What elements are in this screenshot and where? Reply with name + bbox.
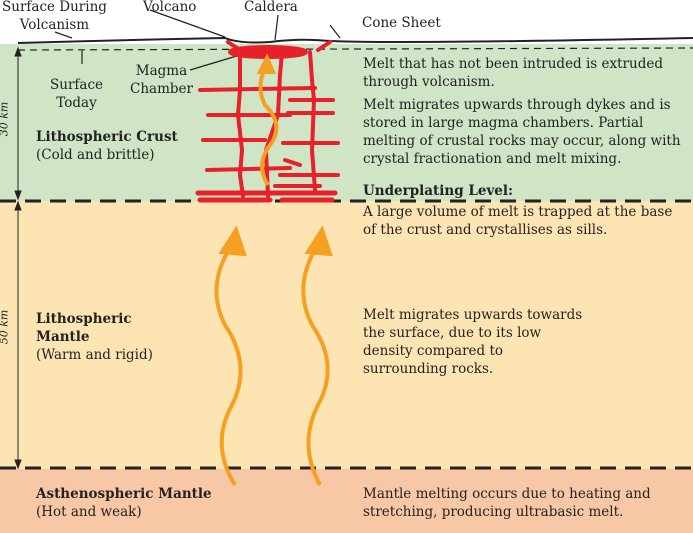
layer-asthenosphere-name: Asthenospheric Mantle (36, 486, 212, 502)
note-mantle-line: Melt migrates upwards towards (363, 307, 583, 323)
note-asthenosphere: Mantle melting occurs due to heating and… (363, 485, 651, 521)
note-dykes-line: melting of crustal rocks may occur, alon… (363, 133, 681, 149)
note-asthenosphere-line: stretching, producing ultrabasic melt. (363, 504, 624, 520)
label-volcano: Volcano (143, 0, 197, 15)
layer-mantle-name-line-2: Mantle (36, 329, 90, 345)
note-underplating-line: of the crust and crystallises as sills. (363, 222, 608, 238)
note-extruded-line: Melt that has not been intruded is extru… (363, 56, 663, 72)
magma-dykes (195, 40, 340, 203)
mantle-layer (0, 201, 693, 469)
label-cone-sheet: Cone Sheet (362, 15, 441, 31)
note-dykes: Melt migrates upwards through dykes and … (363, 96, 681, 168)
note-mantle-line: surrounding rocks. (363, 361, 494, 377)
note-mantle-line: density compared to (363, 343, 504, 359)
note-extruded-line: through volcanism. (363, 74, 495, 90)
label-surface-today-line-2: Today (56, 95, 97, 111)
label-surface-during-line-1: Surface During (2, 0, 107, 15)
layer-asthenosphere-label: Asthenospheric Mantle (Hot and weak) (36, 485, 212, 521)
layer-crust-name: Lithospheric Crust (36, 129, 178, 145)
surface-today-line (17, 47, 693, 51)
layer-mantle-description: (Warm and rigid) (36, 347, 153, 363)
layer-mantle-name-line-1: Lithospheric (36, 311, 132, 327)
melt-migration-arrows (214, 53, 333, 487)
note-underplating-line: A large volume of melt is trapped at the… (363, 204, 673, 220)
note-dykes-line: stored in large magma chambers. Partial (363, 115, 644, 131)
scale-label-crust: 30 km (0, 101, 11, 137)
pointer-arrows (54, 9, 341, 71)
note-underplating-title: Underplating Level: (363, 183, 513, 199)
note-mantle-line: the surface, due to its low (363, 325, 542, 341)
note-mantle: Melt migrates upwards towards the surface… (363, 306, 582, 378)
label-surface-during-line-2: Volcanism (19, 17, 90, 33)
scale-arrows (14, 46, 22, 470)
label-magma-chamber-line-2: Chamber (130, 81, 193, 97)
note-extruded: Melt that has not been intruded is extru… (363, 55, 663, 91)
label-caldera: Caldera (244, 0, 298, 15)
scale-label-mantle: 50 km (0, 309, 11, 345)
layer-crust-description: (Cold and brittle) (36, 147, 155, 163)
note-dykes-line: Melt migrates upwards through dykes and … (363, 97, 671, 113)
label-surface-today-line-1: Surface (50, 77, 103, 93)
note-dykes-line: crystal fractionation and melt mixing. (363, 151, 622, 167)
note-underplating: A large volume of melt is trapped at the… (363, 203, 672, 239)
note-asthenosphere-line: Mantle melting occurs due to heating and (363, 486, 651, 502)
label-magma-chamber-line-1: Magma (135, 63, 188, 79)
surface-during-volcanism-line (17, 36, 693, 44)
layer-asthenosphere-description: (Hot and weak) (36, 504, 142, 520)
crust-layer (0, 44, 693, 201)
layer-crust-label: Lithospheric Crust (Cold and brittle) (36, 128, 178, 164)
asthenosphere-layer (0, 469, 693, 533)
